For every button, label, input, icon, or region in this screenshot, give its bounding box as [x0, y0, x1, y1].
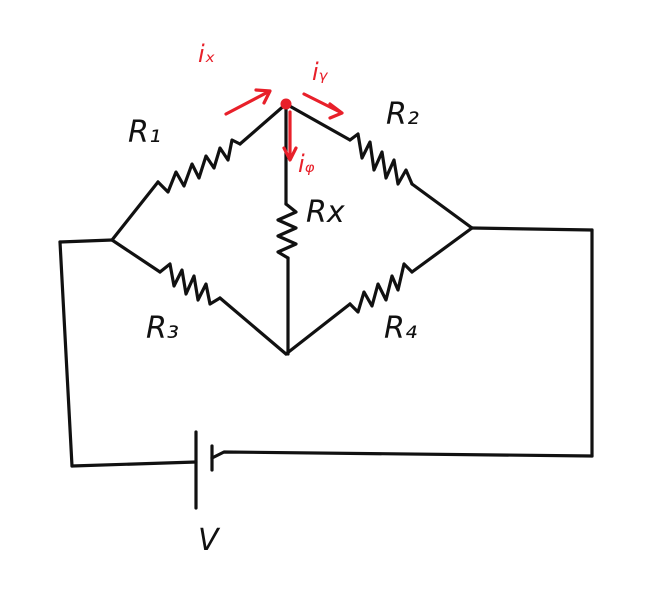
current-label-iz: iᵩ	[298, 150, 315, 178]
wire-right-node-stub	[470, 226, 594, 232]
current-annotations: iₓ iᵧ iᵩ	[198, 40, 344, 178]
wire-bottom-left	[70, 460, 198, 468]
resistor-r2	[348, 132, 414, 186]
wire-r3-to-bottom-node	[218, 296, 288, 356]
component-labels: R₁ R₂ R₃ R₄ Rx V	[128, 97, 419, 558]
current-arrowhead-ix	[254, 88, 272, 105]
wire-left-node-stub	[58, 238, 114, 244]
current-arrow-iy	[302, 92, 342, 114]
junction-node-dot	[280, 98, 292, 110]
resistor-rx	[276, 202, 298, 260]
current-label-ix: iₓ	[198, 40, 215, 68]
wire-top-to-r2	[284, 102, 352, 142]
wire-right-node-to-r4	[410, 226, 474, 274]
resistor-r4	[348, 262, 414, 314]
wire-r1-to-left-node	[110, 180, 160, 242]
label-r4: R₄	[384, 311, 417, 346]
wire-left-node-to-r3	[110, 238, 162, 274]
current-arrowhead-iz	[282, 146, 298, 162]
label-r2: R₂	[386, 97, 419, 132]
current-arrow-ix	[224, 90, 270, 116]
wire-r2-to-right-node	[410, 182, 474, 230]
wire-r4-to-bottom-node	[284, 302, 352, 356]
circuit-wires	[58, 102, 594, 510]
label-r1: R₁	[128, 115, 161, 150]
wire-left-side	[58, 240, 74, 468]
resistor-r3	[158, 262, 222, 306]
current-label-iy: iᵧ	[312, 58, 329, 86]
label-r3: R₃	[146, 311, 179, 346]
label-voltage-source: V	[198, 523, 221, 558]
current-arrowhead-iy	[328, 102, 344, 120]
wire-top-to-r1	[238, 102, 288, 146]
label-rx: Rx	[306, 195, 345, 230]
resistor-r1	[156, 138, 242, 194]
wire-bottom-right	[210, 450, 594, 460]
